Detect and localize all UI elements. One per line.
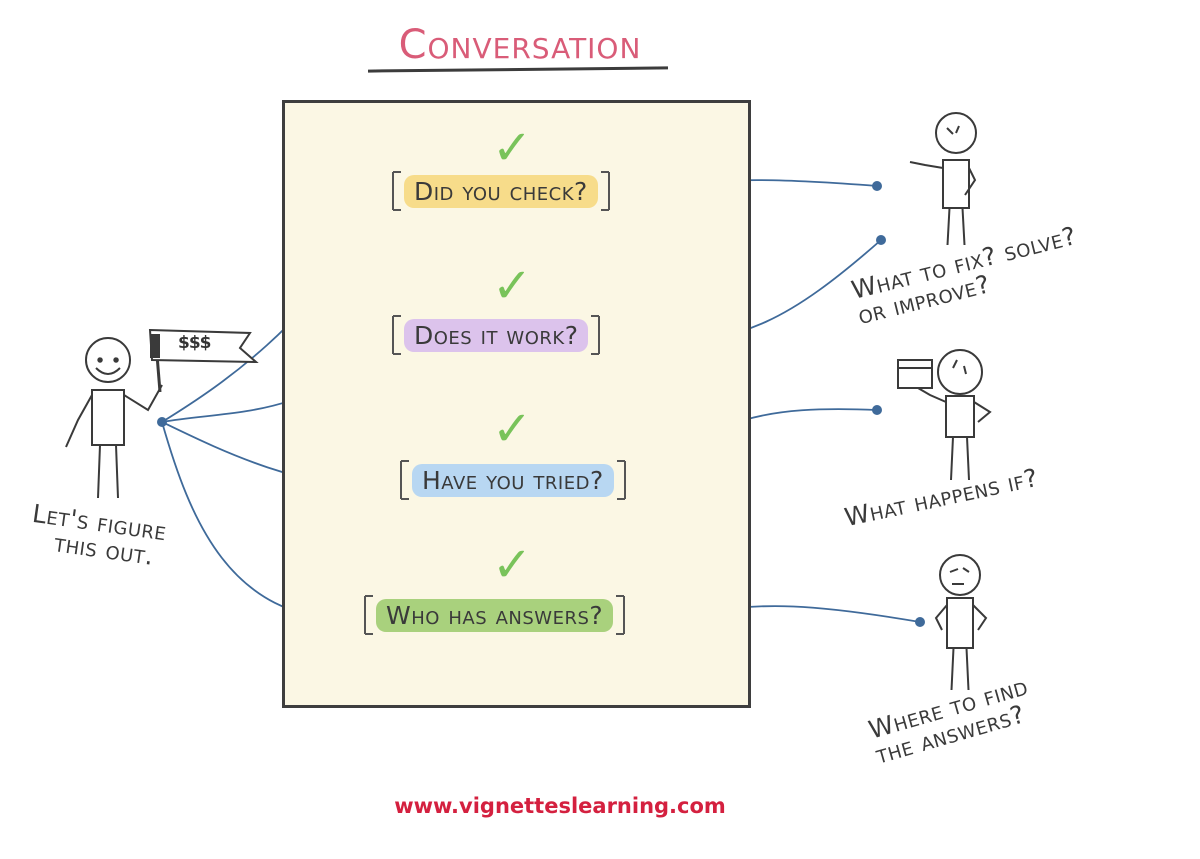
connector-end-dot (915, 617, 925, 627)
page-title: Conversation (398, 22, 642, 68)
question-label: Did you check? (404, 174, 598, 208)
smile-mouth (95, 367, 121, 375)
stick-figure-body (942, 159, 970, 209)
figure-face (952, 359, 967, 375)
question-does-it-work: Does it work? (392, 315, 601, 355)
stick-figure-head (937, 349, 983, 395)
stick-figure-arm (972, 604, 988, 631)
laptop-icon (897, 359, 933, 389)
check-icon: ✓ (492, 401, 533, 457)
stick-figure-body (946, 597, 974, 649)
flag-label: $$$ (178, 333, 211, 353)
check-icon: ✓ (492, 120, 533, 176)
question-who-has-answers: Who has answers? (364, 595, 626, 635)
question-did-you-check: Did you check? (392, 171, 610, 211)
question-label: Have you tried? (412, 463, 614, 497)
stick-figure-arm (65, 394, 93, 448)
question-have-you-tried: Have you tried? (400, 460, 626, 500)
connector-end-dot (876, 235, 886, 245)
smile-eyes (97, 357, 119, 363)
stick-figure-arm (964, 167, 977, 196)
figure-face (949, 567, 970, 573)
connector-end-dot (872, 181, 882, 191)
stick-figure-arm (973, 401, 992, 423)
stick-figure-legs (950, 647, 970, 691)
stick-figure-arm (909, 161, 944, 169)
stick-figure-legs (97, 444, 119, 499)
stick-figure-head (935, 112, 977, 154)
stick-figure-legs (946, 207, 966, 246)
stick-figure-arm (917, 387, 947, 403)
check-icon: ✓ (492, 258, 533, 314)
flag-stripe (150, 334, 160, 358)
stick-figure-legs (950, 436, 970, 481)
figure-face (946, 125, 960, 135)
connector-hub-dot (157, 417, 167, 427)
connector-end-dot (872, 405, 882, 415)
check-icon: ✓ (492, 537, 533, 593)
website-footer: www.vignetteslearning.com (394, 794, 726, 818)
stick-figure-body (945, 395, 975, 438)
stick-figure-head (939, 554, 981, 596)
question-label: Who has answers? (376, 598, 614, 632)
stick-figure-arm (123, 384, 163, 412)
stick-figure-body (91, 389, 125, 446)
question-label: Does it work? (404, 318, 589, 352)
stick-figure-arm (934, 604, 948, 631)
stick-figure-head (85, 337, 131, 383)
